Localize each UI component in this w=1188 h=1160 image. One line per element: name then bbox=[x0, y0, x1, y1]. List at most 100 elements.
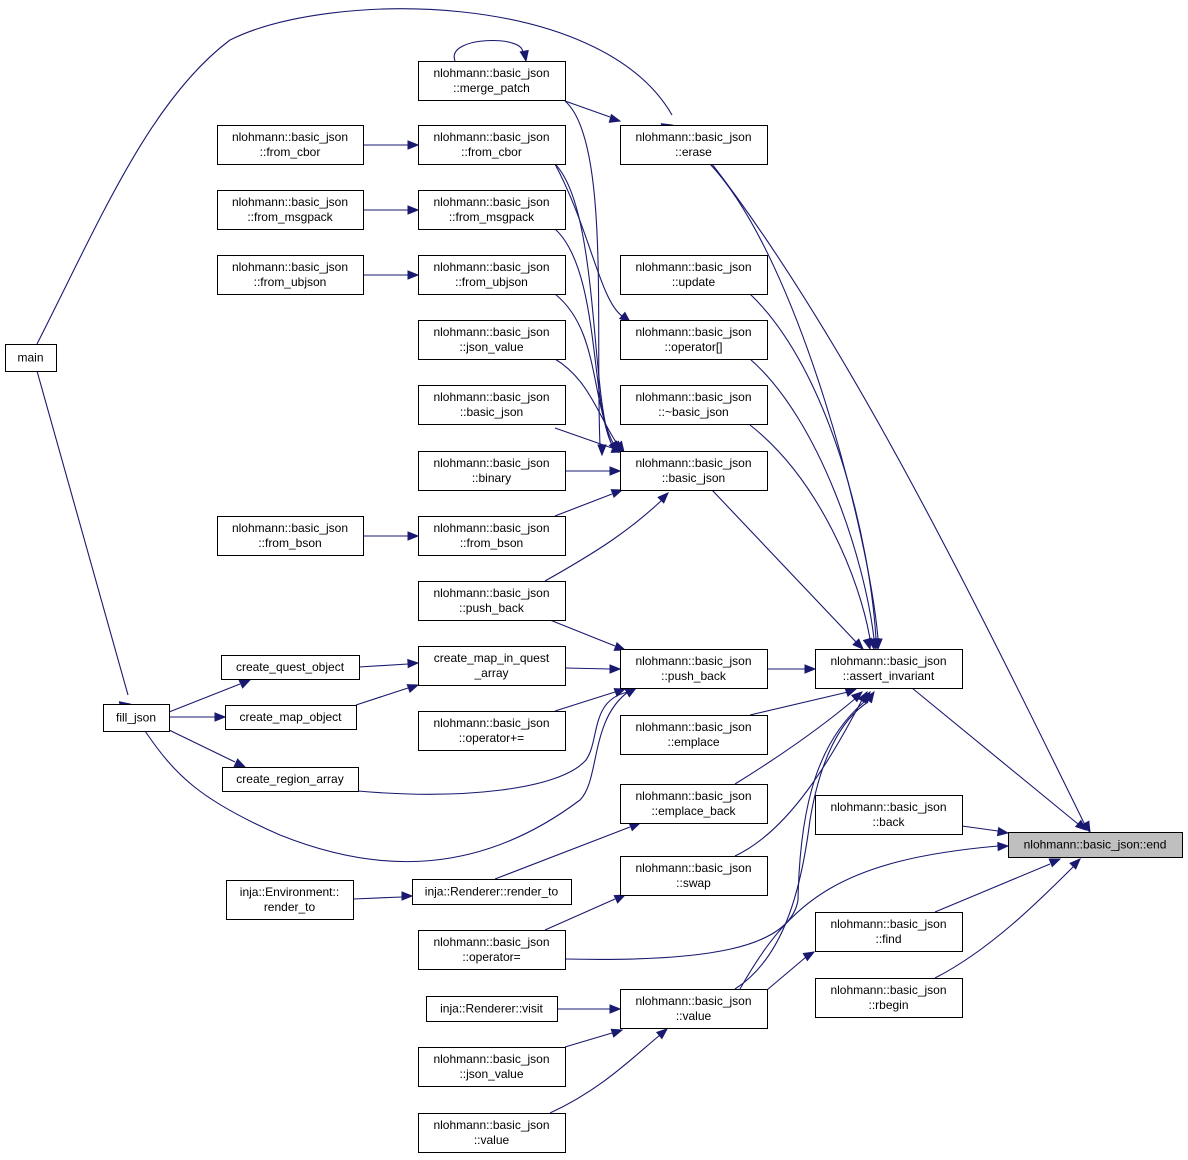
arrow-head-icon bbox=[610, 443, 624, 453]
arrow-head-icon bbox=[655, 1028, 669, 1040]
node-box bbox=[418, 61, 566, 101]
node-label: ::merge_patch bbox=[453, 81, 530, 95]
node-box bbox=[815, 912, 963, 952]
arrow-head-icon bbox=[238, 679, 252, 689]
node-box bbox=[620, 715, 768, 755]
node-box bbox=[418, 646, 566, 686]
node-fill-json[interactable]: fill_json bbox=[103, 704, 170, 732]
node-basic-json-mid[interactable]: nlohmann::basic_json::basic_json bbox=[620, 451, 768, 491]
node-update[interactable]: nlohmann::basic_json::update bbox=[620, 255, 768, 295]
node-basic-json-ctor[interactable]: nlohmann::basic_json::basic_json bbox=[418, 385, 566, 425]
node-binary[interactable]: nlohmann::basic_json::binary bbox=[418, 451, 566, 491]
node-assert-invariant[interactable]: nlohmann::basic_json::assert_invariant bbox=[815, 649, 963, 689]
edge-visit-to-value1 bbox=[557, 1004, 622, 1014]
node-label: nlohmann::basic_json bbox=[433, 195, 549, 209]
node-box bbox=[418, 255, 566, 295]
arrow-head-icon bbox=[850, 691, 864, 703]
node-create-quest-object[interactable]: create_quest_object bbox=[221, 655, 360, 680]
node-box bbox=[426, 996, 558, 1022]
node-create-region-array[interactable]: create_region_array bbox=[222, 767, 359, 792]
node-merge-patch[interactable]: nlohmann::basic_json::merge_patch bbox=[418, 61, 566, 101]
node-operator-plus-eq[interactable]: nlohmann::basic_json::operator+= bbox=[418, 711, 566, 751]
node-find[interactable]: nlohmann::basic_json::find bbox=[815, 912, 963, 952]
edge-line bbox=[544, 898, 616, 931]
node-from-cbor-l[interactable]: nlohmann::basic_json::from_cbor bbox=[217, 125, 364, 165]
arrow-head-icon bbox=[233, 758, 247, 768]
node-from-bson-l[interactable]: nlohmann::basic_json::from_bson bbox=[217, 516, 364, 556]
arrow-head-icon bbox=[407, 270, 420, 280]
edge-line bbox=[934, 863, 1051, 913]
node-label: ::basic_json bbox=[662, 471, 725, 485]
node-push-back1[interactable]: nlohmann::basic_json::push_back bbox=[418, 581, 566, 621]
node-label: ::emplace bbox=[667, 735, 719, 749]
arrow-head-icon bbox=[407, 531, 420, 541]
node-create-map-object[interactable]: create_map_object bbox=[225, 705, 357, 730]
node-env-render-to[interactable]: inja::Environment::render_to bbox=[226, 880, 354, 920]
node-from-cbor[interactable]: nlohmann::basic_json::from_cbor bbox=[418, 125, 566, 165]
node-label: ::push_back bbox=[661, 669, 727, 683]
node-box bbox=[418, 320, 566, 360]
node-emplace-back[interactable]: nlohmann::basic_json::emplace_back bbox=[620, 784, 768, 824]
node-main[interactable]: main bbox=[5, 344, 57, 372]
node-label: nlohmann::basic_json bbox=[433, 456, 549, 470]
edge-line bbox=[564, 667, 611, 670]
node-label: create_region_array bbox=[236, 772, 343, 786]
edge-merge-patch-loop bbox=[453, 40, 529, 63]
node-box bbox=[418, 1047, 566, 1087]
node-label: nlohmann::basic_json bbox=[830, 800, 946, 814]
edge-line bbox=[961, 825, 999, 832]
node-label: create_map_object bbox=[239, 710, 342, 724]
arrow-head-icon bbox=[407, 658, 420, 669]
edge-line bbox=[358, 663, 409, 668]
arrow-head-icon bbox=[997, 841, 1010, 852]
node-json-value1[interactable]: nlohmann::basic_json::json_value bbox=[418, 320, 566, 360]
node-label: nlohmann::basic_json bbox=[433, 586, 549, 600]
node-emplace[interactable]: nlohmann::basic_json::emplace bbox=[620, 715, 768, 755]
edge-line bbox=[749, 424, 871, 640]
node-label: create_map_in_quest bbox=[434, 651, 550, 665]
node-dtor[interactable]: nlohmann::basic_json::~basic_json bbox=[620, 385, 768, 425]
node-box bbox=[418, 516, 566, 556]
node-operator-index[interactable]: nlohmann::basic_json::operator[] bbox=[620, 320, 768, 360]
node-json-value2[interactable]: nlohmann::basic_json::json_value bbox=[418, 1047, 566, 1087]
node-box bbox=[221, 655, 360, 680]
edge-json-value1-to-basicmid bbox=[554, 358, 625, 454]
edge-value2-to-value1 bbox=[549, 1028, 669, 1114]
edge-l-bson bbox=[363, 531, 420, 541]
arrow-head-icon bbox=[609, 1004, 622, 1014]
node-from-ubjson[interactable]: nlohmann::basic_json::from_ubjson bbox=[418, 255, 566, 295]
node-label: _array bbox=[473, 666, 508, 680]
node-box bbox=[620, 255, 768, 295]
node-label: ::from_msgpack bbox=[247, 210, 333, 224]
node-label: nlohmann::basic_json bbox=[433, 390, 549, 404]
node-renderer-visit[interactable]: inja::Renderer::visit bbox=[426, 996, 558, 1022]
edge-find-to-end bbox=[934, 858, 1062, 913]
node-from-msgpack[interactable]: nlohmann::basic_json::from_msgpack bbox=[418, 190, 566, 230]
node-value1[interactable]: nlohmann::basic_json::value bbox=[620, 989, 768, 1029]
node-create-map-in-quest[interactable]: create_map_in_quest_array bbox=[418, 646, 566, 686]
edge-line bbox=[554, 493, 613, 517]
arrow-head-icon bbox=[609, 664, 622, 674]
node-rbegin[interactable]: nlohmann::basic_json::rbegin bbox=[815, 978, 963, 1018]
node-label: ::from_ubjson bbox=[254, 275, 327, 289]
node-box bbox=[620, 385, 768, 425]
edge-line bbox=[554, 358, 619, 446]
node-erase[interactable]: nlohmann::basic_json::erase bbox=[620, 125, 768, 165]
node-from-bson[interactable]: nlohmann::basic_json::from_bson bbox=[418, 516, 566, 556]
node-label: ::push_back bbox=[459, 601, 525, 615]
arrow-head-icon bbox=[608, 113, 622, 123]
node-from-ubjson-l[interactable]: nlohmann::basic_json::from_ubjson bbox=[217, 255, 364, 295]
node-push-back2[interactable]: nlohmann::basic_json::push_back bbox=[620, 649, 768, 689]
node-end[interactable]: nlohmann::basic_json::end bbox=[1008, 832, 1183, 858]
edge-line bbox=[36, 370, 129, 696]
node-operator-assign[interactable]: nlohmann::basic_json::operator= bbox=[418, 930, 566, 970]
edge-line bbox=[934, 865, 1075, 979]
node-back[interactable]: nlohmann::basic_json::back bbox=[815, 795, 963, 835]
node-value2[interactable]: nlohmann::basic_json::value bbox=[418, 1113, 566, 1153]
node-renderer-render-to[interactable]: inja::Renderer::render_to bbox=[412, 879, 572, 905]
node-swap[interactable]: nlohmann::basic_json::swap bbox=[620, 856, 768, 896]
node-box bbox=[620, 784, 768, 824]
edge-main-to-fill-json bbox=[36, 370, 132, 711]
edge-line bbox=[554, 691, 616, 712]
node-from-msgpack-l[interactable]: nlohmann::basic_json::from_msgpack bbox=[217, 190, 364, 230]
